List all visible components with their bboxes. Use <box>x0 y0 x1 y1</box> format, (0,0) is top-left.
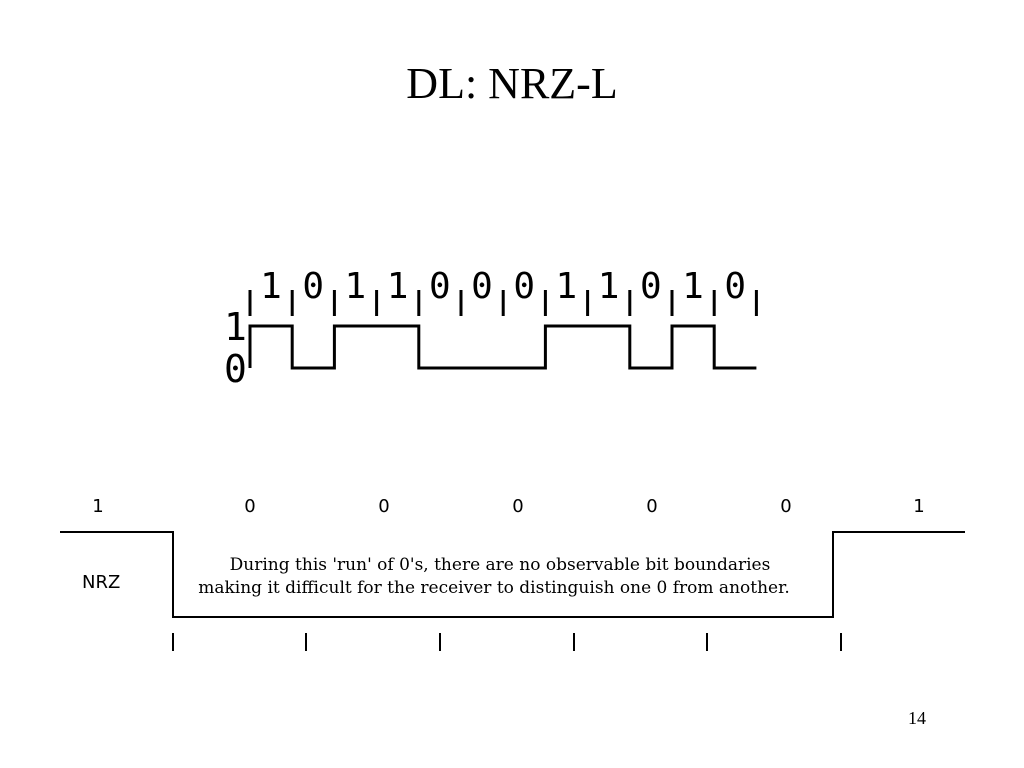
top-bit-label: 1 <box>598 266 620 307</box>
top-bit-label: 1 <box>682 266 704 307</box>
level-low-label: 0 <box>224 347 247 391</box>
top-bit-label: 1 <box>387 266 409 307</box>
top-bit-ticks <box>248 290 758 316</box>
bottom-bit-label: 1 <box>92 496 103 517</box>
note-line-1: During this 'run' of 0's, there are no o… <box>230 555 771 575</box>
top-bit-label: 0 <box>513 266 535 307</box>
level-high-label: 1 <box>224 305 247 349</box>
top-bit-label: 0 <box>471 266 493 307</box>
top-bit-label: 0 <box>724 266 746 307</box>
top-bit-label: 1 <box>556 266 578 307</box>
top-waveform <box>248 324 757 370</box>
bottom-bit-label: 0 <box>646 496 657 517</box>
bottom-bit-label: 0 <box>512 496 523 517</box>
top-bit-label: 0 <box>429 266 451 307</box>
nrz-signal-label: NRZ <box>82 572 120 593</box>
top-bit-label: 1 <box>345 266 367 307</box>
bottom-bit-labels: 1 0 0 0 0 0 1 <box>92 496 924 517</box>
slide-title: DL: NRZ-L <box>406 59 618 108</box>
top-bit-label: 1 <box>260 266 282 307</box>
bottom-bit-label: 0 <box>244 496 255 517</box>
bottom-bit-label: 1 <box>913 496 924 517</box>
page-number: 14 <box>908 708 926 728</box>
top-bit-label: 0 <box>302 266 324 307</box>
bottom-waveform <box>60 531 965 618</box>
bottom-bit-label: 0 <box>378 496 389 517</box>
bottom-bit-label: 0 <box>780 496 791 517</box>
note-line-2: making it difficult for the receiver to … <box>198 578 790 598</box>
bottom-bit-ticks <box>172 633 842 651</box>
top-bit-label: 0 <box>640 266 662 307</box>
